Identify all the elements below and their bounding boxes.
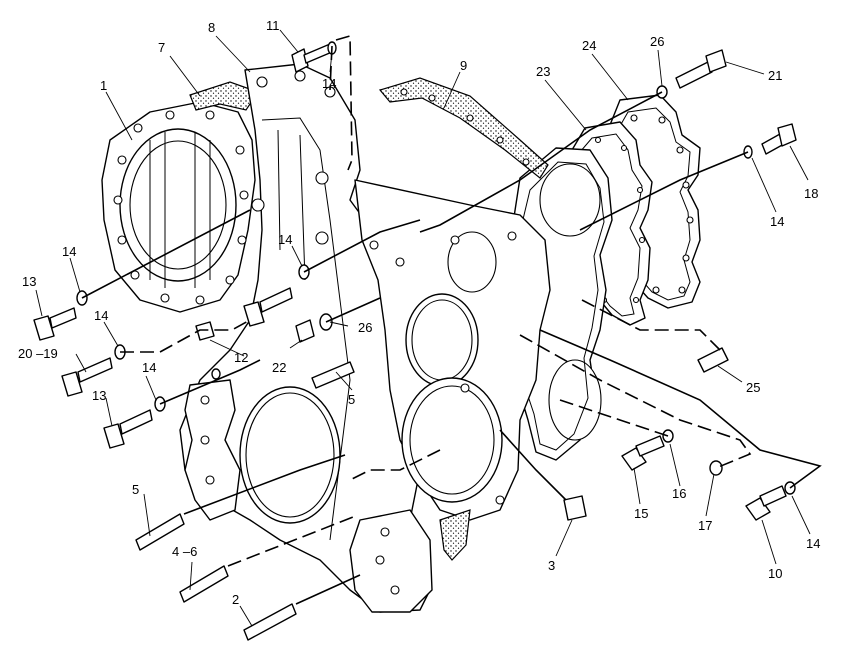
callout-14-mid: 14 xyxy=(278,232,292,247)
leader-lines xyxy=(35,29,811,627)
callout-21: 21 xyxy=(768,68,782,83)
stud-2 xyxy=(243,603,297,641)
dowel-25 xyxy=(697,347,729,373)
callout-18: 18 xyxy=(804,186,818,201)
callout-3: 3 xyxy=(548,558,555,573)
callout-24: 24 xyxy=(582,38,596,53)
dowel-12 xyxy=(195,321,221,380)
stud-4-6 xyxy=(179,565,229,603)
bolt-15 xyxy=(621,429,674,471)
housing-gasket xyxy=(189,81,259,111)
callout-22: 22 xyxy=(272,360,286,375)
flywheel-housing xyxy=(101,101,256,313)
bolt-20-19 xyxy=(61,344,126,397)
callout-15: 15 xyxy=(634,506,648,521)
callout-13-upper: 13 xyxy=(22,274,36,289)
callout-14-right: 14 xyxy=(770,214,784,229)
callout-23: 23 xyxy=(536,64,550,79)
callout-1: 1 xyxy=(100,78,107,93)
callout-14-left-mid: 14 xyxy=(94,308,108,323)
callout-8: 8 xyxy=(208,20,215,35)
timing-cover xyxy=(354,179,551,561)
callout-12: 12 xyxy=(234,350,248,365)
callout-4-6: 4 –6 xyxy=(172,544,197,559)
ring-17 xyxy=(709,460,723,476)
callout-5-upper: 5 xyxy=(348,392,355,407)
bolt-13-lower xyxy=(103,396,166,449)
callout-20-19: 20 –19 xyxy=(18,346,58,361)
housing-bolt-holes xyxy=(113,110,249,305)
callout-13-lower: 13 xyxy=(92,388,106,403)
callout-17: 17 xyxy=(698,518,712,533)
bolt-13-upper xyxy=(33,290,88,341)
bolt-10 xyxy=(745,481,796,521)
callout-11: 11 xyxy=(266,18,280,33)
callout-26-mid: 26 xyxy=(358,320,372,335)
callout-26-top: 26 xyxy=(650,34,664,49)
callout-16: 16 xyxy=(672,486,686,501)
callout-14-bottom-right: 14 xyxy=(806,536,820,551)
callout-labels: 1 7 8 11 14 9 24 26 23 21 18 14 14 13 14… xyxy=(18,18,820,607)
bolt-middle xyxy=(243,264,310,327)
stud-5-upper xyxy=(311,361,355,389)
callout-9: 9 xyxy=(460,58,467,73)
callout-10: 10 xyxy=(768,566,782,581)
callout-5-lower: 5 xyxy=(132,482,139,497)
callout-2: 2 xyxy=(232,592,239,607)
callout-14-left-lower: 14 xyxy=(142,360,156,375)
alignment-lines xyxy=(81,34,822,605)
stud-5-lower xyxy=(135,513,185,551)
callout-14-top: 14 xyxy=(322,76,336,91)
callout-7: 7 xyxy=(158,40,165,55)
bolt-18 xyxy=(743,123,797,159)
callout-14-left-upper: 14 xyxy=(62,244,76,259)
bolt-11 xyxy=(291,41,337,73)
callout-25: 25 xyxy=(746,380,760,395)
timing-case-gasket xyxy=(378,77,549,179)
plug-3 xyxy=(563,495,587,521)
bolt-21 xyxy=(656,49,727,99)
